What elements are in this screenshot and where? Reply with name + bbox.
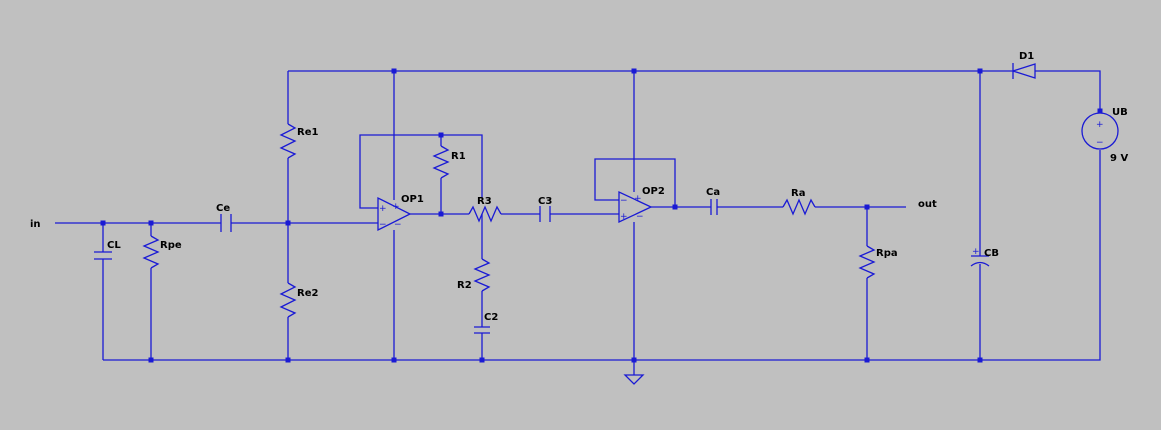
resistor-re2-symbol[interactable] [279,282,297,318]
label-ce: Ce [216,203,230,214]
ground-icon [623,374,645,385]
label-re1: Re1 [297,127,318,138]
junction-dots [100,68,1103,363]
ub-minus-sign: − [1096,138,1104,148]
resistor-rpe-symbol[interactable] [142,235,160,269]
labels: in out CL Rpe Ce Re1 Re2 OP1 R1 R3 R2 C2… [30,51,1128,323]
label-ub: UB [1112,107,1128,118]
cb-plus-sign: + [972,247,980,257]
op2-supply-minus: − [636,212,644,222]
op2-inverting-sign: − [620,196,628,206]
op1-noninverting-sign: + [379,204,387,214]
capacitor-cl-symbol[interactable] [94,251,112,260]
label-op1: OP1 [401,194,424,205]
capacitor-c3-symbol[interactable] [539,206,551,222]
capacitor-ca-symbol[interactable] [710,199,718,215]
label-r3: R3 [477,196,492,207]
label-cl: CL [107,240,121,251]
voltage-source-ub-symbol[interactable]: + − [1081,112,1119,150]
ub-plus-sign: + [1096,120,1104,130]
op1-supply-minus: − [394,220,402,230]
label-op2: OP2 [642,186,665,197]
resistor-re1-symbol[interactable] [279,123,297,159]
capacitor-ce-symbol[interactable] [220,214,232,232]
label-c3: C3 [538,196,552,207]
diode-d1-symbol[interactable] [1010,63,1036,79]
label-r1: R1 [451,151,466,162]
resistor-ra-symbol[interactable] [782,198,816,216]
resistor-r2-symbol[interactable] [473,258,491,292]
resistor-rpa-symbol[interactable] [858,245,876,279]
op2-noninverting-sign: + [620,212,628,222]
label-r2: R2 [457,280,472,291]
value-ub: 9 V [1110,153,1128,164]
potentiometer-r3-symbol[interactable] [468,205,502,223]
op1-inverting-sign: − [379,220,387,230]
resistor-r1-symbol[interactable] [432,145,450,179]
label-ra: Ra [791,188,805,199]
label-rpe: Rpe [160,240,182,251]
opamp-op1-symbol[interactable]: + − + − [377,196,412,232]
capacitor-cb-polarized-symbol[interactable]: + [970,247,990,267]
op2-supply-plus: + [634,194,642,204]
capacitor-c2-symbol[interactable] [474,326,490,334]
wires [55,70,1101,375]
label-rpa: Rpa [876,248,898,259]
op1-supply-plus: + [392,202,400,212]
port-out-label: out [918,199,937,210]
label-re2: Re2 [297,288,318,299]
port-in-label: in [30,219,41,230]
label-d1: D1 [1019,51,1034,62]
label-c2: C2 [484,312,498,323]
label-ca: Ca [706,187,720,198]
label-cb: CB [984,248,999,259]
opamp-op2-symbol[interactable]: + − − + [618,190,653,224]
